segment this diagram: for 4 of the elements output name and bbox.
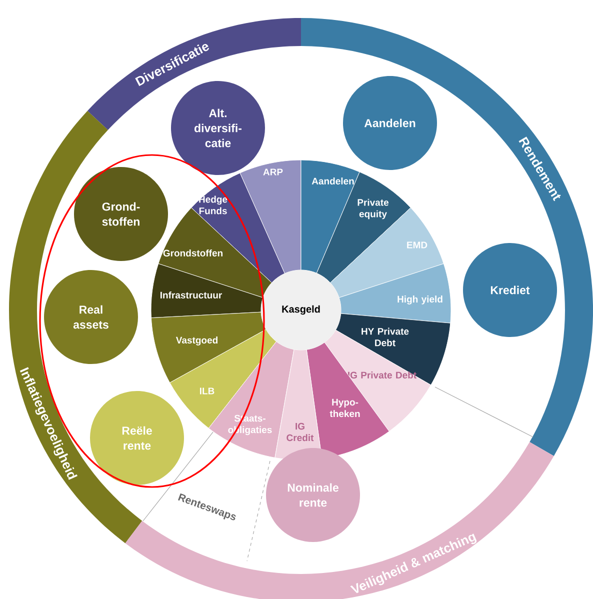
pie-slice: High yield <box>338 263 452 324</box>
pie-slice: Infrastructuur <box>150 263 264 318</box>
pie-slice: Vastgoed <box>150 312 266 383</box>
pie-slice: ARP <box>240 160 302 274</box>
